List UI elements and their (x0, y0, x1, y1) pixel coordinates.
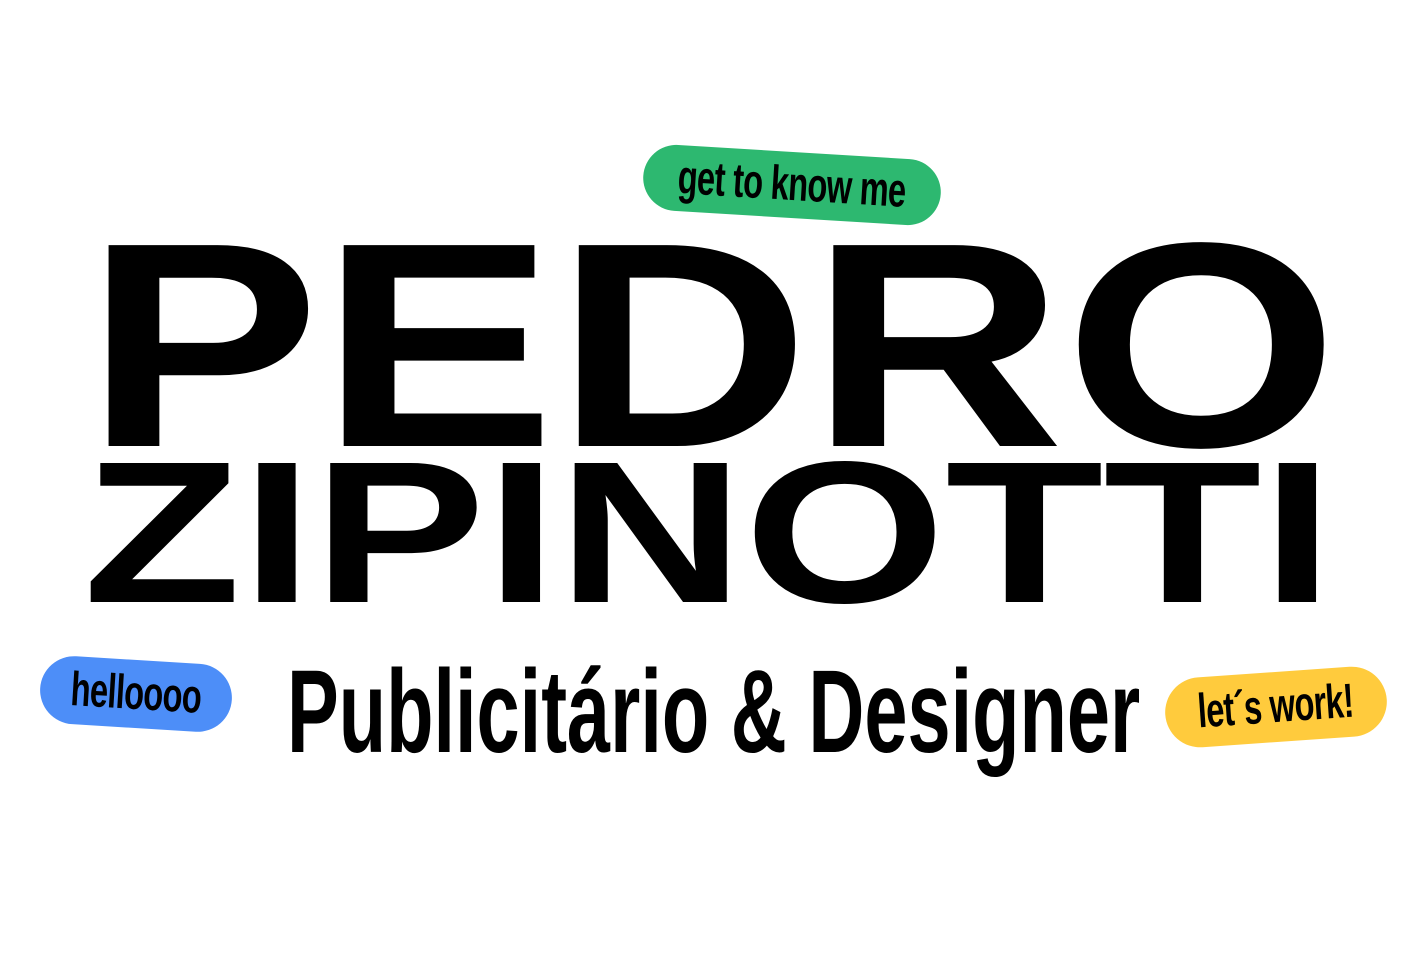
lets-work-link[interactable]: let´s work! (1162, 664, 1390, 750)
first-name: PEDRO (85, 182, 1339, 508)
hello-label: helloooo (69, 663, 203, 724)
hello-tag[interactable]: helloooo (38, 654, 234, 734)
subtitle: Publicitário & Designer (287, 646, 1141, 778)
get-to-know-me-label: get to know me (676, 151, 908, 218)
lets-work-label: let´s work! (1196, 674, 1356, 739)
last-name: ZIPINOTTI (83, 419, 1334, 645)
